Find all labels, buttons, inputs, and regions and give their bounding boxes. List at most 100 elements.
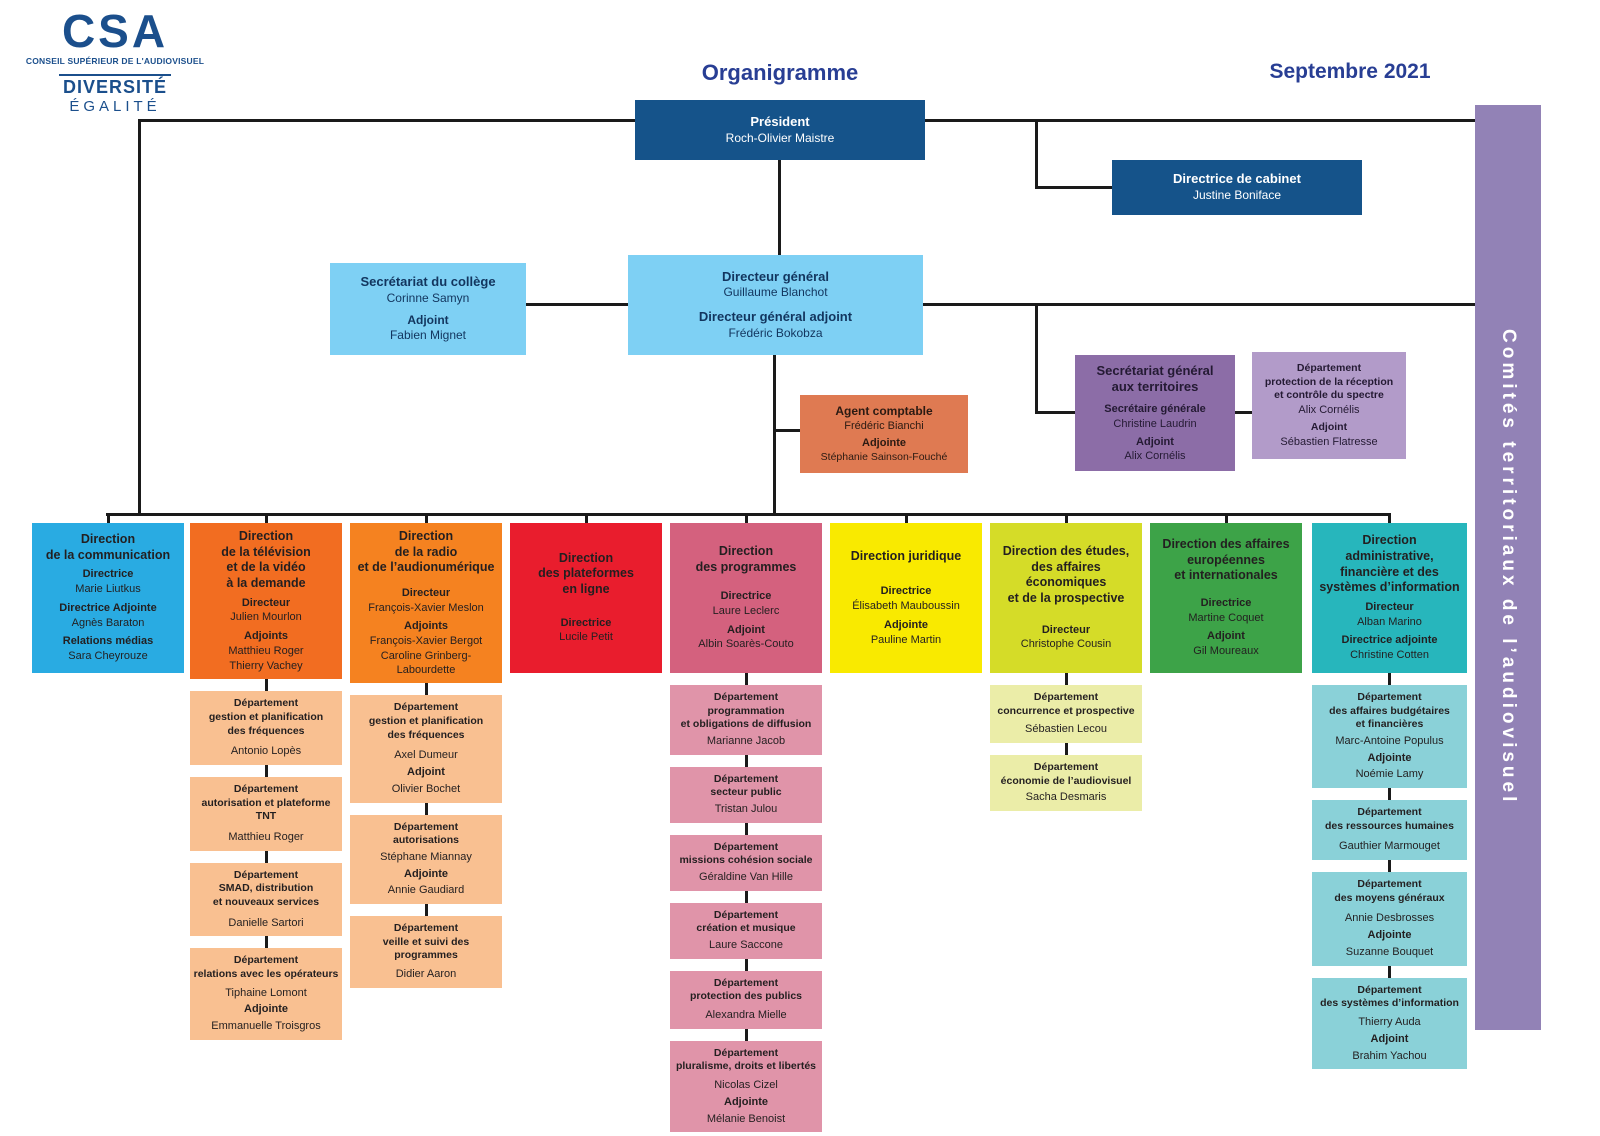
connector-stub [1064,743,1068,756]
text-line: Lucile Petit [559,631,613,644]
text-line: Département [713,772,779,785]
text-line: Directrice [560,616,612,629]
connector-stub [744,1028,748,1041]
territoires-role1: Secrétaire générale [1104,403,1206,416]
text-line: des programmes [695,559,797,574]
text-line: des systèmes d’information [1320,997,1459,1010]
connector-stub [1388,788,1391,801]
text-line: Stéphane Miannay [380,850,472,863]
text-line: concurrence et prospective [997,704,1135,717]
text-line: européennes [1187,552,1265,567]
text-line: Laure Leclerc [712,604,780,617]
text-line: des affaires budgétaires [1329,704,1450,717]
college-box: Secrétariat du collège Corinne Samyn Adj… [330,263,526,355]
text-line: Département [1357,806,1422,819]
text-line: Pauline Martin [870,633,942,646]
text-line: Directeur [1041,623,1091,636]
text-line: Annie Desbrosses [1344,912,1435,925]
text-line: Gil Moureaux [1193,645,1259,658]
territoires-name2: Alix Cornélis [1124,450,1186,463]
comites-territoriaux-label: Comités territoriaux de l’audiovisuel [1498,329,1519,806]
text-line: Direction [238,529,294,543]
text-line: protection des publics [689,990,802,1003]
text-line: Département [393,820,459,833]
president-box: Président Roch-Olivier Maistre [635,100,925,160]
text-line: Directeur [401,586,451,599]
connector-stub [1388,513,1391,523]
text-line: Directrice Adjointe [59,601,157,614]
text-line: Géraldine Van Hille [699,870,793,883]
connector-stub [1224,513,1228,523]
text-line: secteur public [710,786,782,799]
text-line: de la communication [45,547,171,562]
text-line: Adjointe [1367,929,1412,942]
text-line: Sébastien Lecou [1025,723,1107,736]
text-line: missions cohésion sociale [679,854,813,867]
reception-title-3: et contrôle du spectre [1274,389,1384,402]
directeur-general-box: Directeur général Guillaume Blanchot Dir… [628,255,923,355]
connector-agent-stub [776,429,800,432]
text-line: de la télévision [221,544,311,559]
text-line: Marianne Jacob [706,734,786,747]
connector-left-vertical [138,119,141,516]
text-line: Directeur [1365,600,1414,613]
text-line: Marie Liutkus [75,583,141,596]
reception-title-2: protection de la réception [1264,375,1394,388]
text-line: Marc-Antoine Populus [1335,734,1444,747]
connector-stub [744,958,748,971]
text-line: et internationales [1174,568,1278,583]
text-line: Sara Cheyrouze [68,650,148,663]
text-line: Direction des affaires [1162,537,1290,552]
text-line: Alexandra Mielle [705,1009,787,1022]
cabinet-box: Directrice de cabinet Justine Boniface [1112,160,1362,215]
text-line: Julien Mourlon [230,611,302,624]
connector-stub [1388,860,1391,873]
territoires-title-1: Secrétariat général [1096,362,1214,378]
text-line: Didier Aaron [395,968,457,980]
text-line: Christine Cotten [1350,649,1429,661]
connector-college-dg [526,303,628,306]
connector-stub [904,513,908,523]
agent-role2: Adjointe [862,437,906,450]
text-line: et de la prospective [1007,590,1125,605]
text-line: des affaires économiques [1025,559,1107,590]
connector-stub [264,936,268,949]
page-date: Septembre 2021 [1269,60,1431,83]
connector-stub [584,513,588,523]
text-line: Suzanne Bouquet [1345,945,1434,958]
cabinet-title: Directrice de cabinet [1173,171,1301,187]
text-line: Nicolas Cizel [714,1079,778,1092]
agent-name2: Stéphanie Sainson-Fouché [820,450,948,463]
text-line: Matthieu Roger [228,830,304,843]
text-line: et nouveaux services [212,895,320,908]
text-line: Élisabeth Mauboussin [852,600,960,613]
text-line: et de la vidéo [226,560,306,575]
text-line: Olivier Bochet [391,782,461,795]
text-line: Relations médias [62,635,154,648]
connector-president-dg [778,158,781,258]
reception-title-1: Département [1296,361,1362,374]
text-line: Thierry Vachey [229,659,303,672]
college-role2: Adjoint [407,312,449,327]
text-line: Département [233,868,299,881]
reception-role2: Adjoint [1310,421,1348,434]
text-line: économie de l’audiovisuel [1000,774,1132,787]
text-line: Agnès Baraton [71,616,145,629]
text-line: Caroline Grinberg-Labourdette [380,649,472,676]
text-line: Adjointe [1367,751,1412,764]
text-line: Adjoint [1207,630,1245,643]
